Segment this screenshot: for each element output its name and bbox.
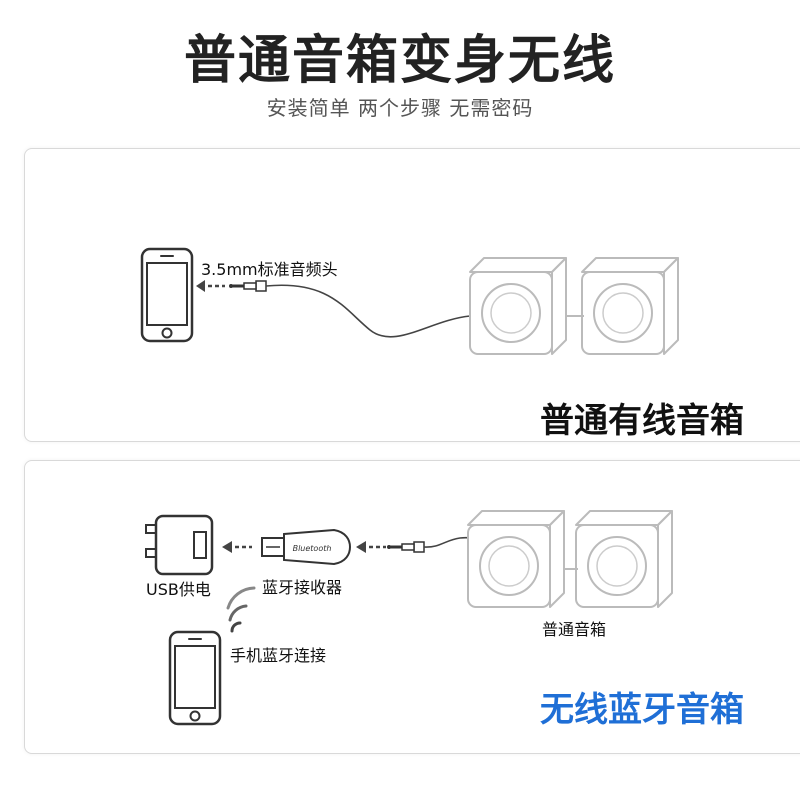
direction-arrow-icon xyxy=(356,541,386,553)
receiver-label: 蓝牙接收器 xyxy=(262,578,343,597)
audio-jack-icon xyxy=(227,279,268,293)
receiver-brand-text: Bluetooth xyxy=(293,544,332,553)
wireless-signal-icon xyxy=(226,586,256,633)
direction-arrow-icon xyxy=(222,541,252,553)
audio-cable xyxy=(265,284,491,338)
speaker-left-icon xyxy=(469,257,567,355)
bluetooth-receiver-icon: Bluetooth xyxy=(261,528,352,566)
speaker-label: 普通音箱 xyxy=(542,620,607,639)
page-title: 普通音箱变身无线 xyxy=(183,31,616,91)
phone-bluetooth-label: 手机蓝牙连接 xyxy=(230,646,327,665)
audio-jack-icon xyxy=(385,540,426,554)
speaker-right-icon xyxy=(581,257,679,355)
usb-power-label: USB供电 xyxy=(146,580,211,599)
phone-icon xyxy=(168,630,222,726)
jack-label: 3.5mm标准音频头 xyxy=(201,260,338,279)
usb-charger-icon xyxy=(145,514,214,576)
phone-icon xyxy=(140,247,194,343)
wireless-speaker-panel xyxy=(24,460,800,754)
wireless-caption: 无线蓝牙音箱 xyxy=(540,690,744,730)
speaker-right-icon xyxy=(575,510,673,608)
wired-caption: 普通有线音箱 xyxy=(540,401,744,441)
direction-arrow-icon xyxy=(196,280,225,292)
speaker-left-icon xyxy=(467,510,565,608)
page-subtitle: 安装简单 两个步骤 无需密码 xyxy=(266,96,534,120)
